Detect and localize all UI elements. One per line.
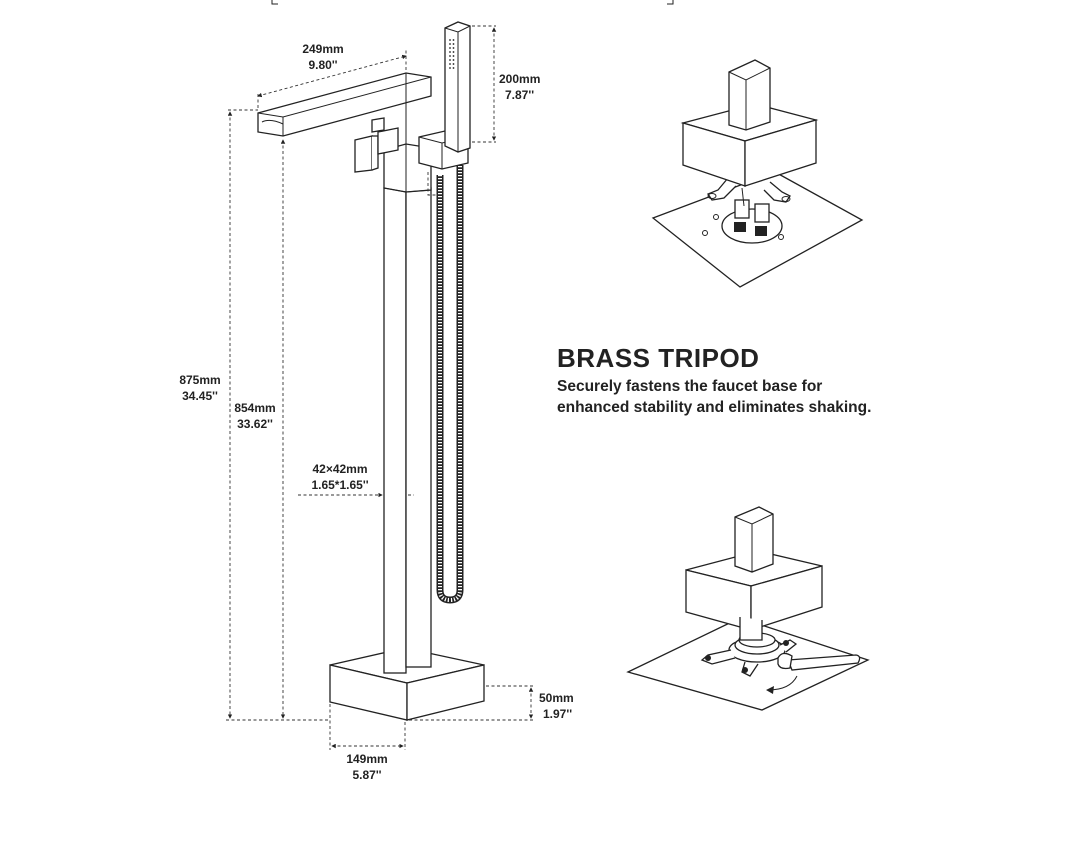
spout-height-mm: 854mm bbox=[234, 401, 275, 415]
handshower-length-inch: 7.87'' bbox=[505, 88, 534, 102]
dim-base-width bbox=[329, 704, 406, 750]
freestanding-faucet bbox=[257, 21, 485, 721]
base-width-inch: 5.87'' bbox=[352, 768, 381, 782]
top-bracket bbox=[271, 0, 674, 5]
feature-title: BRASS TRIPOD bbox=[557, 343, 760, 373]
dim-handshower-length bbox=[472, 25, 497, 143]
base-width-mm: 149mm bbox=[346, 752, 387, 766]
spout-length-inch: 9.80'' bbox=[308, 58, 337, 72]
tripod-illustration-bottom bbox=[626, 506, 870, 711]
handshower-spray-holes bbox=[449, 39, 455, 69]
column-section-inch: 1.65*1.65'' bbox=[311, 478, 368, 492]
total-height-inch: 34.45'' bbox=[182, 389, 218, 403]
shower-hose bbox=[436, 165, 464, 604]
feature-description-line2: enhanced stability and eliminates shakin… bbox=[557, 399, 872, 416]
total-height-mm: 875mm bbox=[179, 373, 220, 387]
handshower-length-mm: 200mm bbox=[499, 72, 540, 86]
column-section-mm: 42×42mm bbox=[312, 462, 367, 476]
dim-spout-length bbox=[257, 50, 407, 108]
mixer-handle bbox=[354, 117, 399, 173]
tripod-illustration-top bbox=[651, 59, 864, 288]
dim-base-height bbox=[409, 685, 534, 721]
base-height-inch: 1.97'' bbox=[543, 707, 572, 721]
spout-length-mm: 249mm bbox=[302, 42, 343, 56]
spout-height-inch: 33.62'' bbox=[237, 417, 273, 431]
feature-description-line1: Securely fastens the faucet base for bbox=[557, 378, 823, 395]
handshower bbox=[444, 21, 471, 153]
feature-description: Securely fastens the faucet base for enh… bbox=[557, 376, 937, 418]
dim-total-height bbox=[226, 109, 330, 721]
faucet-column bbox=[383, 187, 432, 674]
base-height-mm: 50mm bbox=[539, 691, 574, 705]
waterfall-spout bbox=[257, 72, 432, 150]
